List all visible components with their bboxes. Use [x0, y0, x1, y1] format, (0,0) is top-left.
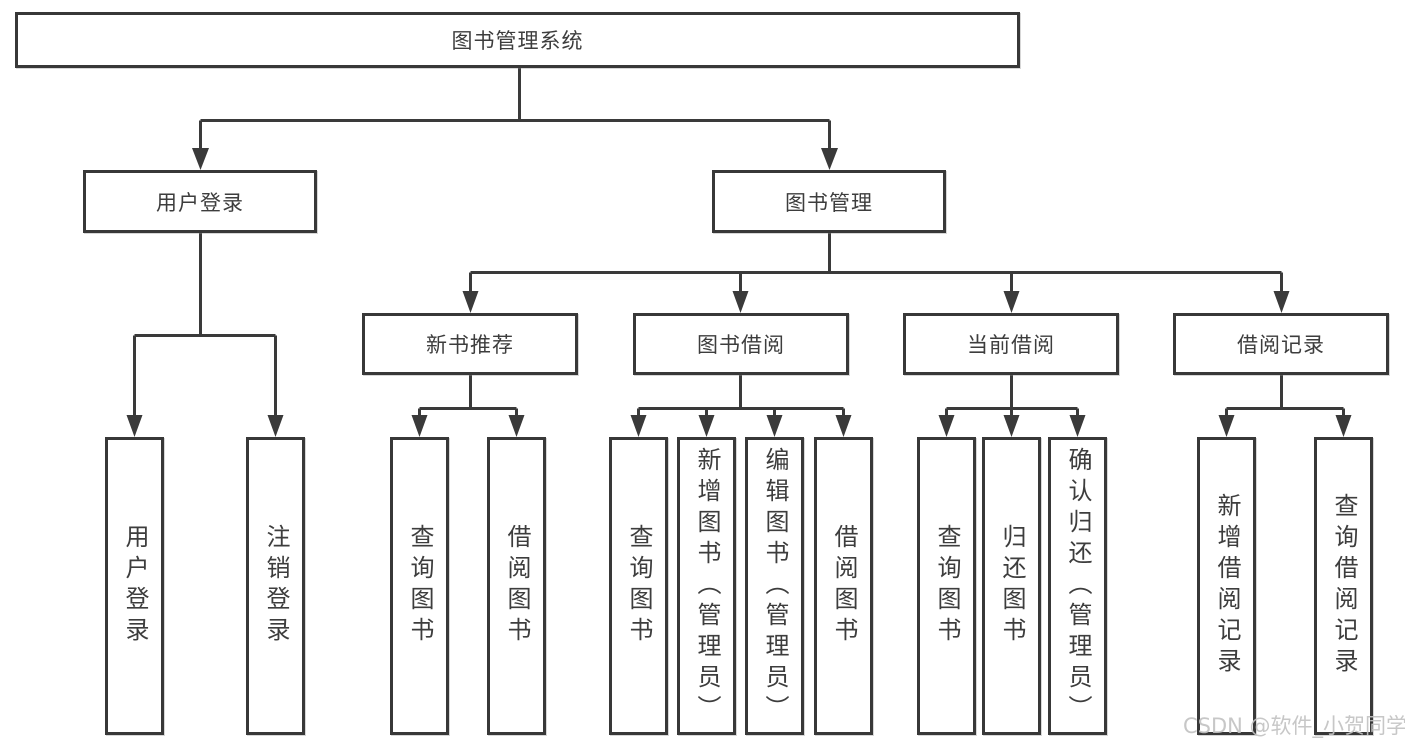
node-root-label: 图书管理系统: [451, 29, 584, 53]
leaf-user-login-label: 用户登录: [121, 524, 149, 648]
leaf-current-confirm-admin: 确认归还（管理员）: [1048, 437, 1107, 735]
node-new-books: 新书推荐: [362, 313, 578, 375]
leaf-logout: 注销登录: [246, 437, 305, 735]
node-user-login: 用户登录: [83, 170, 317, 233]
leaf-records-add: 新增借阅记录: [1197, 437, 1256, 735]
leaf-records-query-label: 查询借阅记录: [1330, 493, 1358, 679]
leaf-borrow-query-label: 查询图书: [625, 524, 653, 648]
leaf-current-return-label: 归还图书: [998, 524, 1026, 648]
csdn-watermark: CSDN @软件_小贺同学: [1183, 714, 1405, 738]
leaf-borrow-edit-admin: 编辑图书（管理员）: [745, 437, 804, 735]
node-book-mgmt-label: 图书管理: [785, 190, 873, 215]
node-current-borrow-label: 当前借阅: [967, 333, 1055, 357]
leaf-newbooks-query-label: 查询图书: [406, 524, 434, 648]
leaf-logout-label: 注销登录: [262, 524, 290, 648]
leaf-current-query-label: 查询图书: [933, 524, 961, 648]
leaf-records-add-label: 新增借阅记录: [1213, 493, 1241, 679]
leaf-borrow-query: 查询图书: [609, 437, 668, 735]
leaf-borrow-borrow-label: 借阅图书: [830, 524, 858, 648]
leaf-current-query: 查询图书: [917, 437, 976, 735]
node-book-mgmt: 图书管理: [712, 170, 946, 233]
leaf-borrow-add-admin-label: 新增图书（管理员）: [693, 446, 721, 726]
connector-book-mgmt-to-level3: [462, 233, 1290, 313]
connector-book-borrow-to-leaves: [630, 375, 852, 437]
node-current-borrow: 当前借阅: [903, 313, 1119, 375]
leaf-newbooks-borrow-label: 借阅图书: [503, 524, 531, 648]
connector-borrow-records-to-leaves: [1218, 375, 1352, 437]
connector-root-to-level2: [192, 68, 838, 170]
leaf-current-return: 归还图书: [982, 437, 1041, 735]
leaf-user-login: 用户登录: [105, 437, 164, 735]
leaf-records-query: 查询借阅记录: [1314, 437, 1373, 735]
node-borrow-records: 借阅记录: [1173, 313, 1389, 375]
leaf-borrow-edit-admin-label: 编辑图书（管理员）: [761, 446, 789, 726]
leaf-current-confirm-admin-label: 确认归还（管理员）: [1064, 446, 1092, 726]
connector-current-borrow-to-leaves: [938, 375, 1086, 437]
node-borrow-records-label: 借阅记录: [1237, 333, 1325, 357]
leaf-newbooks-borrow: 借阅图书: [487, 437, 546, 735]
node-book-borrow-label: 图书借阅: [697, 333, 785, 357]
leaf-newbooks-query: 查询图书: [390, 437, 449, 735]
connector-new-books-to-leaves: [411, 375, 525, 437]
node-user-login-label: 用户登录: [156, 190, 244, 215]
leaf-borrow-borrow: 借阅图书: [814, 437, 873, 735]
node-new-books-label: 新书推荐: [426, 333, 514, 357]
node-book-borrow: 图书借阅: [633, 313, 849, 375]
leaf-borrow-add-admin: 新增图书（管理员）: [677, 437, 736, 735]
connector-user-login-to-leaves: [126, 233, 284, 437]
node-root: 图书管理系统: [15, 12, 1020, 68]
